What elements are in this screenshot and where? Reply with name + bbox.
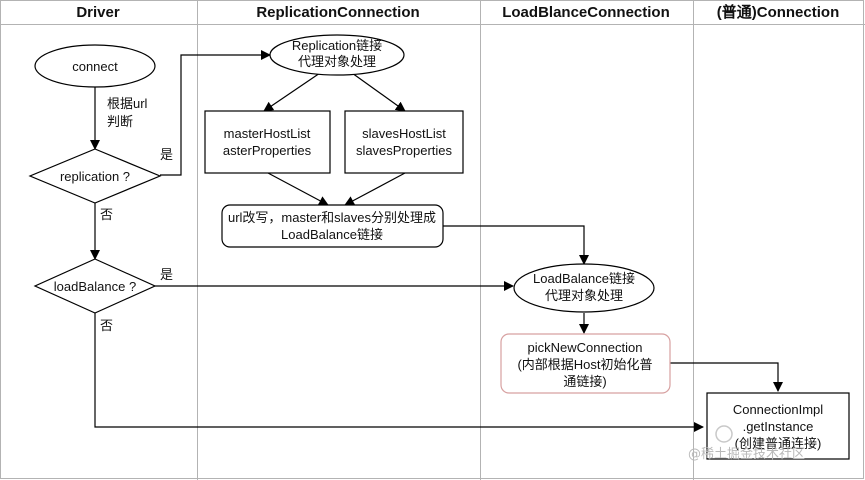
master-hosts-label-1: masterHostList — [224, 126, 311, 141]
edge-loadbalance-no — [94, 313, 704, 432]
connection-impl-label-3: (创建普通连接) — [735, 436, 822, 451]
loadbalance-proxy-label-1: LoadBalance链接 — [533, 271, 635, 286]
watermark-logo-icon — [715, 425, 733, 443]
edge-proxy-to-master — [263, 72, 321, 112]
edges — [90, 50, 783, 432]
slaves-hosts-label-1: slavesHostList — [362, 126, 446, 141]
lane-title-normal: (普通)Connection — [717, 3, 839, 21]
watermark: @稀土掘金技术社区 — [688, 425, 805, 462]
loadbalance-decision — [33, 258, 157, 314]
watermark-text: @稀土掘金技术社区 — [688, 446, 805, 462]
edge-master-to-rewrite — [267, 172, 329, 206]
lane-title-loadbalance: LoadBlanceConnection — [502, 4, 670, 21]
master-hosts-box — [204, 110, 331, 174]
edge-label-yes: 是 — [160, 147, 173, 162]
edge-label-judge-by-url-1: 根据url — [107, 96, 148, 111]
loadbalance-decision-label: loadBalance ? — [54, 279, 136, 294]
replication-decision — [28, 148, 162, 204]
edge-rewrite-to-loadbalance — [443, 225, 589, 265]
edge-replication-yes — [160, 50, 271, 176]
pick-new-connection-label-3: 通链接) — [563, 374, 606, 389]
replication-proxy-node — [269, 34, 405, 76]
edge-label-yes: 是 — [160, 267, 173, 282]
loadbalance-proxy-node — [513, 263, 655, 313]
edge-proxy-to-slaves — [351, 72, 406, 112]
connection-impl-label-2: .getInstance — [743, 419, 814, 434]
connection-impl-box — [706, 392, 850, 460]
connect-node — [34, 44, 156, 88]
slaves-hosts-box — [344, 110, 464, 174]
replication-decision-label: replication ? — [60, 169, 130, 184]
edge-pick-to-impl — [670, 362, 783, 392]
lane-title-replication: ReplicationConnection — [256, 4, 419, 21]
loadbalance-proxy-label-2: 代理对象处理 — [545, 288, 623, 303]
lane-title-driver: Driver — [76, 4, 120, 21]
url-rewrite-box — [221, 204, 444, 248]
pick-new-connection-box — [500, 333, 671, 394]
master-hosts-label-2: asterProperties — [223, 143, 312, 158]
connection-impl-label-1: ConnectionImpl — [733, 402, 823, 417]
edge-label-no: 否 — [100, 318, 113, 333]
url-rewrite-label-1: url改写，master和slaves分别处理成 — [228, 210, 436, 225]
pick-new-connection-label-2: (内部根据Host初始化普 — [517, 357, 652, 372]
edge-slaves-to-rewrite — [344, 172, 406, 206]
connect-label: connect — [72, 59, 118, 74]
replication-proxy-label-2: 代理对象处理 — [298, 54, 376, 69]
replication-proxy-label-1: Replication链接 — [292, 38, 382, 53]
pick-new-connection-label-1: pickNewConnection — [528, 340, 643, 355]
slaves-hosts-label-2: slavesProperties — [356, 143, 453, 158]
edge-label-no: 否 — [100, 207, 113, 222]
url-rewrite-label-2: LoadBalance链接 — [281, 227, 383, 242]
edge-label-judge-by-url-2: 判断 — [107, 114, 133, 129]
